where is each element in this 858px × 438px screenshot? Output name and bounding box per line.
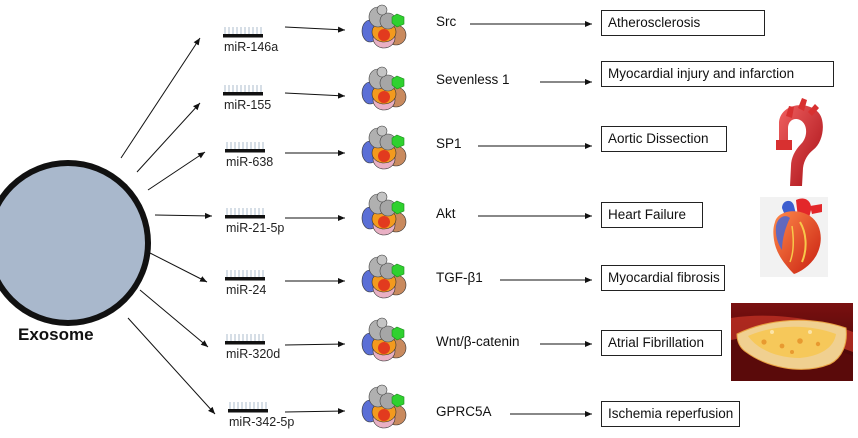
mirna-glyph <box>225 334 265 345</box>
disease-box: Heart Failure <box>601 202 703 228</box>
protein-complex-icon <box>361 66 407 111</box>
artery-plaque-icon <box>731 303 853 381</box>
target-label: Src <box>436 14 457 29</box>
protein-complexes <box>361 4 407 429</box>
target-label: Wnt/β-catenin <box>436 334 520 349</box>
disease-box: Aortic Dissection <box>601 126 727 152</box>
target-label: Sevenless 1 <box>436 72 510 87</box>
heart-icon <box>760 197 828 277</box>
mirna-label: miR-342-5p <box>229 415 295 429</box>
disease-box: Atrial Fibrillation <box>601 330 722 356</box>
mirna-glyph <box>223 85 263 96</box>
mirna-label: miR-155 <box>224 98 272 112</box>
exosome-label: Exosome <box>18 325 94 344</box>
mirna-glyph <box>225 270 265 281</box>
mirna-label: miR-146a <box>224 40 279 54</box>
target-label: Akt <box>436 206 456 221</box>
mirna-label: miR-24 <box>226 283 267 297</box>
protein-complex-icon <box>361 317 407 362</box>
mirna-label: miR-638 <box>226 155 274 169</box>
disease-box: Myocardial fibrosis <box>601 265 725 291</box>
target-label: TGF-β1 <box>436 270 483 285</box>
aorta-icon <box>776 98 823 186</box>
mirna-glyph <box>225 208 265 219</box>
disease-box: Myocardial injury and infarction <box>601 61 834 87</box>
exosome-circle <box>0 160 151 326</box>
mirna-label: miR-320d <box>226 347 281 361</box>
mirna-glyph <box>225 142 265 153</box>
target-label: GPRC5A <box>436 404 492 419</box>
target-to-disease-arrows <box>470 21 592 417</box>
disease-box: Ischemia reperfusion <box>601 401 740 427</box>
mirna-glyphs <box>223 27 268 413</box>
mirna-label: miR-21-5p <box>226 221 285 235</box>
target-label: SP1 <box>436 136 462 151</box>
protein-complex-icon <box>361 384 407 429</box>
protein-complex-icon <box>361 4 407 49</box>
protein-complex-icon <box>361 125 407 170</box>
mirna-to-protein-arrows <box>284 26 346 415</box>
mirna-glyph <box>223 27 263 38</box>
disease-box: Atherosclerosis <box>601 10 765 36</box>
protein-complex-icon <box>361 254 407 299</box>
fan-arrows <box>120 37 216 415</box>
mirna-glyph <box>228 402 268 413</box>
protein-complex-icon <box>361 191 407 236</box>
